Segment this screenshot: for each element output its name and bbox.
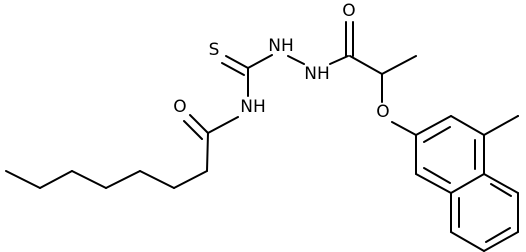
bond bbox=[490, 183, 512, 197]
atom-oxygen-ether: O bbox=[376, 102, 389, 122]
bond bbox=[415, 115, 452, 136]
atom-label-layer: S NH NH NH O O O bbox=[173, 1, 389, 122]
bond bbox=[381, 55, 417, 75]
bond bbox=[349, 55, 383, 75]
bond bbox=[329, 55, 349, 65]
bond bbox=[39, 170, 73, 189]
bond bbox=[450, 231, 485, 252]
atom-sulfur: S bbox=[209, 40, 220, 60]
bond bbox=[206, 132, 209, 172]
bond bbox=[483, 231, 519, 252]
bond bbox=[247, 54, 273, 69]
bond bbox=[173, 170, 208, 189]
bond bbox=[450, 173, 485, 194]
bond bbox=[391, 121, 417, 136]
bond bbox=[225, 55, 249, 69]
bond bbox=[423, 126, 451, 143]
atom-nh-hydrazide-lower: NH bbox=[304, 64, 330, 84]
bond bbox=[483, 115, 519, 136]
bond bbox=[207, 116, 239, 134]
bond bbox=[423, 167, 451, 184]
atom-nh-amide: NH bbox=[240, 97, 266, 117]
bond bbox=[5, 170, 41, 189]
atom-nh-hydrazide-upper: NH bbox=[268, 36, 294, 56]
bond bbox=[71, 170, 107, 189]
bond bbox=[105, 170, 141, 189]
bond bbox=[415, 173, 452, 194]
bond bbox=[483, 173, 519, 194]
bond bbox=[189, 114, 209, 134]
bond bbox=[287, 55, 305, 65]
bond bbox=[221, 62, 245, 76]
bond bbox=[139, 170, 175, 189]
bond-layer bbox=[5, 21, 519, 252]
bond bbox=[450, 115, 485, 136]
atom-oxygen-acyl-left: O bbox=[173, 97, 186, 117]
atom-oxygen-acyl-right: O bbox=[342, 1, 355, 21]
bond bbox=[485, 227, 511, 243]
bond bbox=[183, 120, 203, 140]
